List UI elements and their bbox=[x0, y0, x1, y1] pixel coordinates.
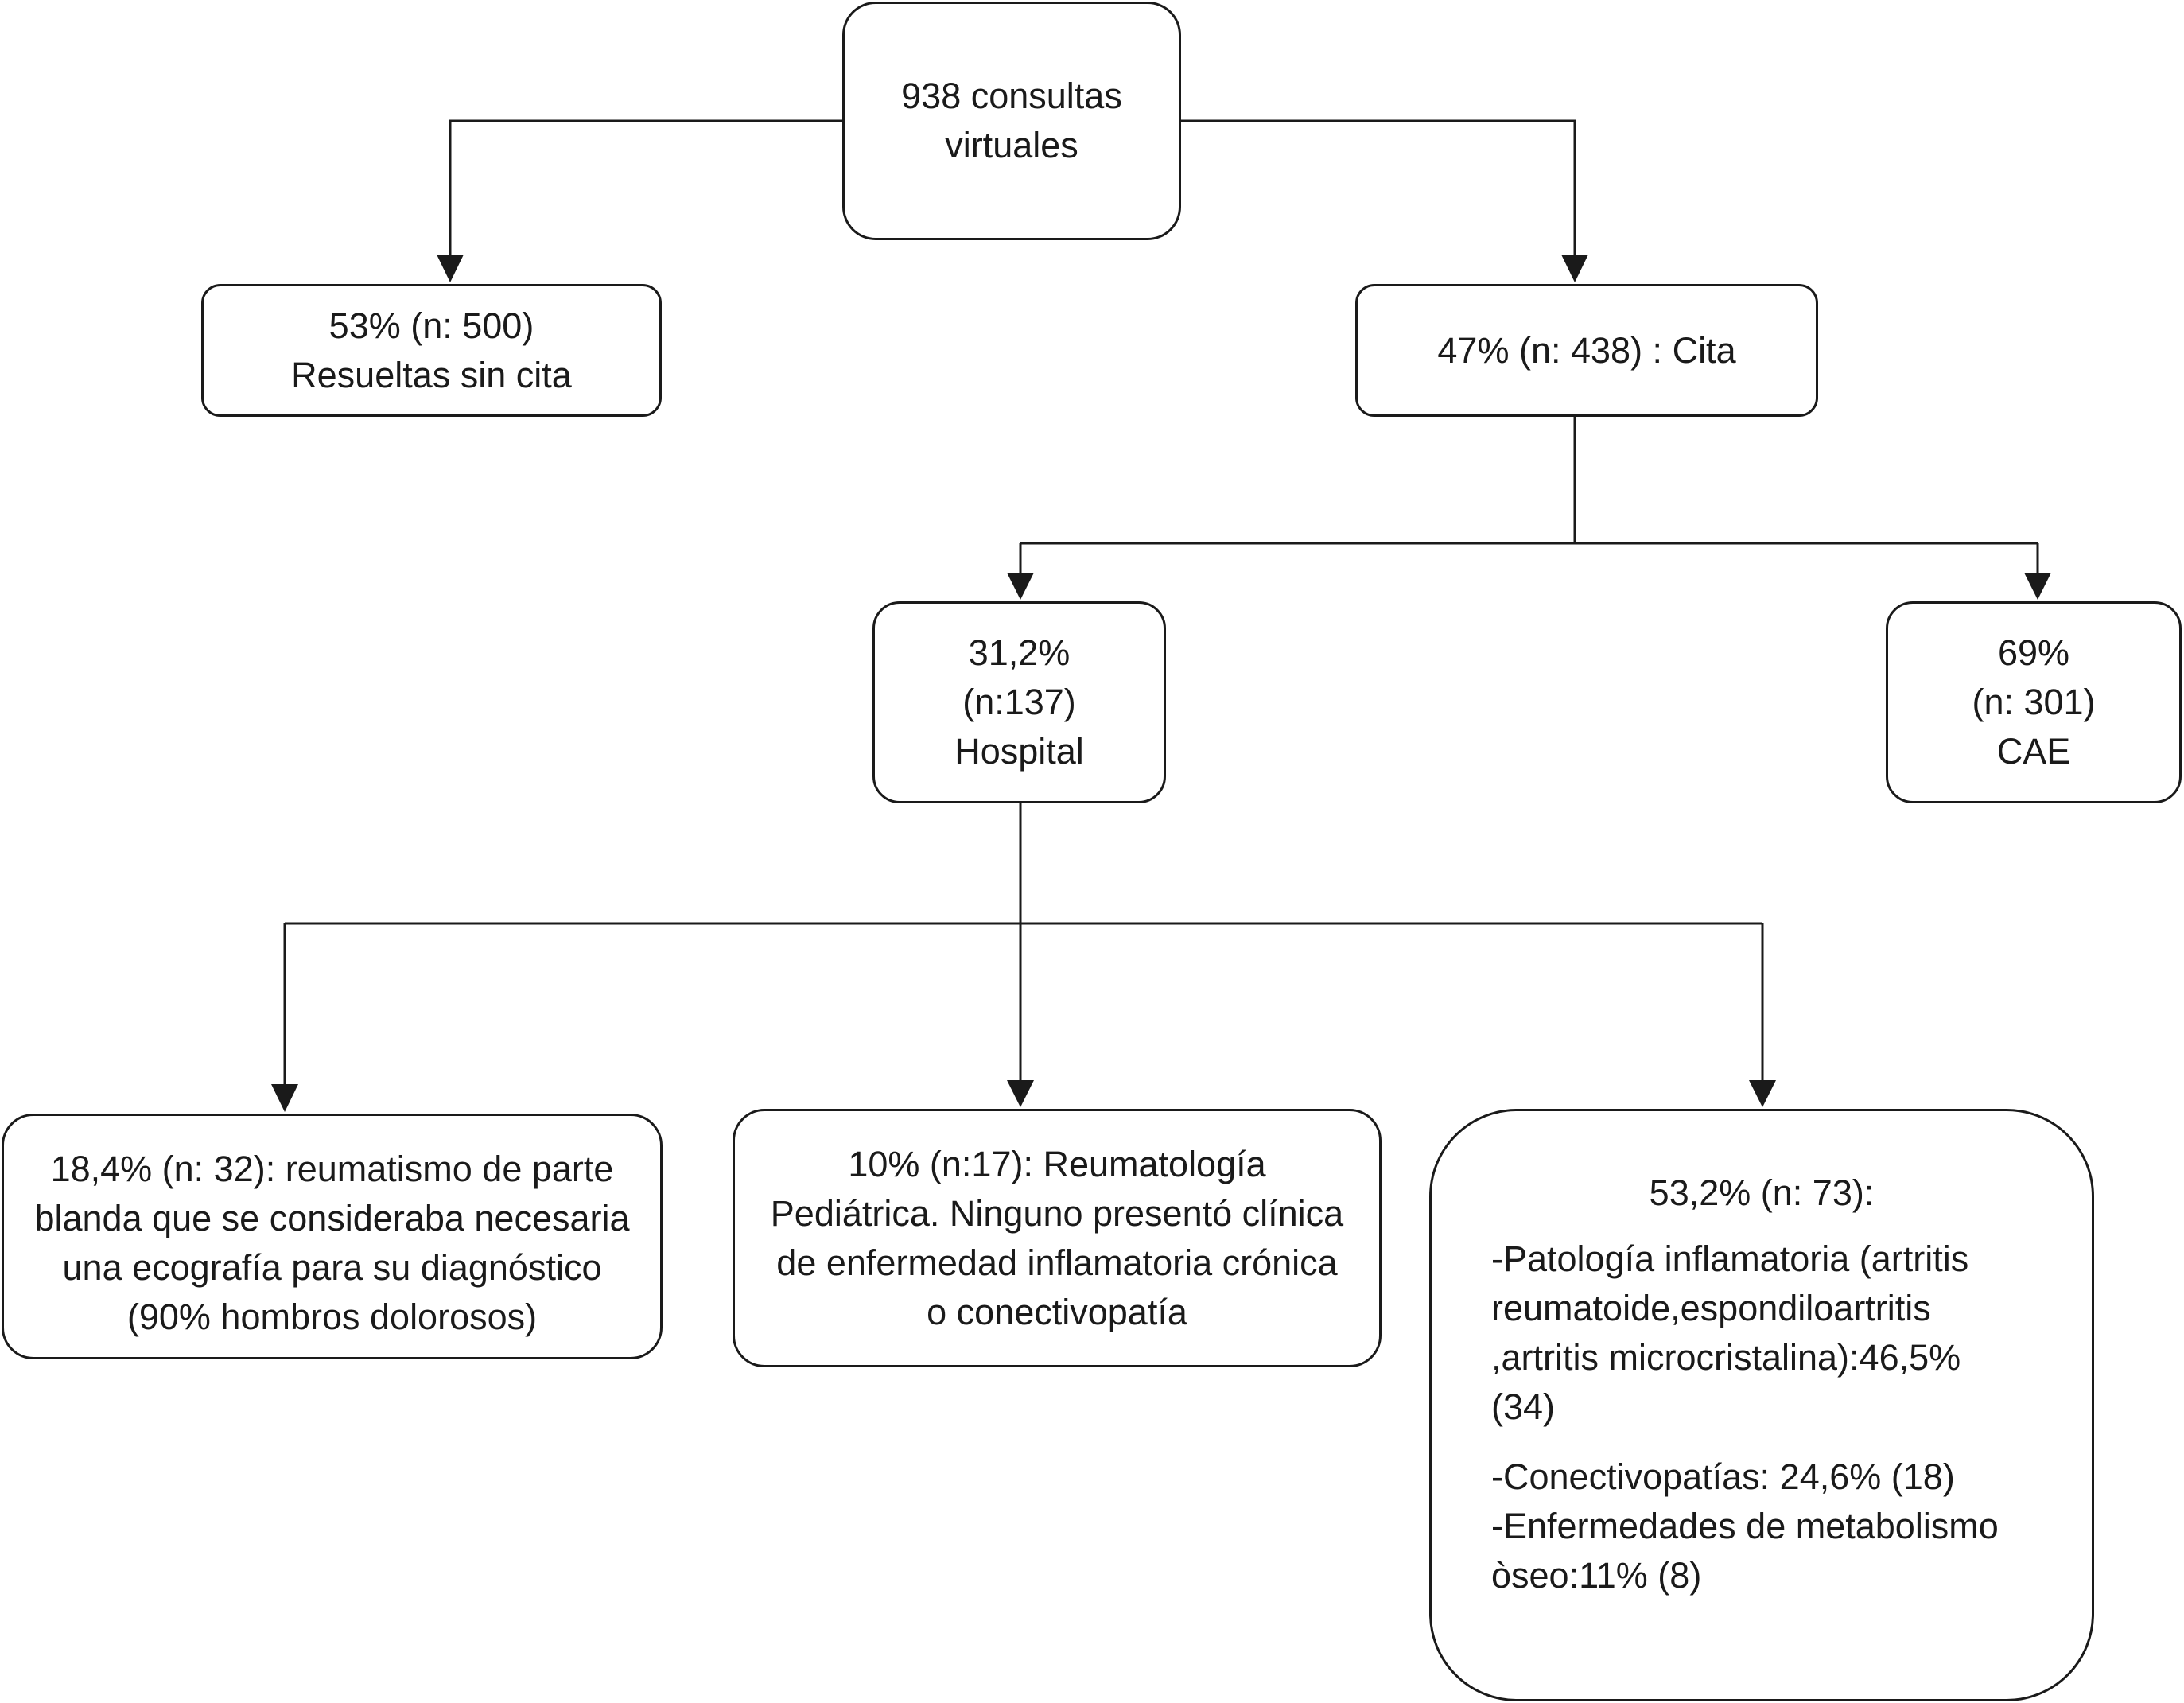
node-pediatric-rheumatology: 10% (n:17): Reumatología Pediátrica. Nin… bbox=[733, 1109, 1382, 1367]
node-text-line: reumatoide,espondiloartritis bbox=[1491, 1288, 1931, 1328]
node-text-line: virtuales bbox=[945, 125, 1078, 165]
node-text-line: -Patología inflamatoria (artritis bbox=[1491, 1238, 1969, 1279]
node-text-line: 69% bbox=[1997, 632, 2070, 673]
node-text-line: 938 consultas bbox=[901, 76, 1122, 116]
node-text-line: 47% (n: 438) : Cita bbox=[1437, 329, 1736, 371]
node-cae: 69% (n: 301) CAE bbox=[1886, 601, 2182, 803]
list-item-connective-tissue: -Conectivopatías: 24,6% (18) bbox=[1491, 1452, 2080, 1502]
arrowhead-cae bbox=[2024, 573, 2051, 600]
node-text-line: (n: 301) bbox=[1972, 682, 2096, 722]
node-resolved-without-appointment: 53% (n: 500) Resueltas sin cita bbox=[201, 284, 662, 417]
node-text-line: 10% (n:17): Reumatología bbox=[848, 1144, 1266, 1184]
node-text-line: -Enfermedades de metabolismo bbox=[1491, 1506, 1999, 1546]
node-text-line: una ecografía para su diagnóstico bbox=[62, 1247, 602, 1288]
node-text-line: blanda que se consideraba necesaria bbox=[34, 1198, 630, 1238]
node-text-line: de enfermedad inflamatoria crónica bbox=[776, 1242, 1338, 1283]
node-text-line: òseo:11% (8) bbox=[1491, 1555, 1702, 1596]
arrowhead-soft-tissue bbox=[271, 1084, 298, 1112]
node-text-line: CAE bbox=[1996, 731, 2071, 772]
node-virtual-consultations: 938 consultas virtuales bbox=[842, 2, 1181, 240]
node-text-line: (n:137) bbox=[962, 682, 1076, 722]
node-text-line: Pediátrica. Ninguno presentó clínica bbox=[770, 1193, 1344, 1234]
node-text-line: ,artritis microcristalina):46,5% bbox=[1491, 1337, 1961, 1378]
node-appointment: 47% (n: 438) : Cita bbox=[1355, 284, 1818, 417]
node-hospital: 31,2% (n:137) Hospital bbox=[872, 601, 1166, 803]
node-text-line: -Conectivopatías: 24,6% (18) bbox=[1491, 1456, 1955, 1497]
node-text-line: Hospital bbox=[954, 731, 1084, 772]
edge-root-to-appointment bbox=[1181, 119, 1576, 255]
node-text-line: Resueltas sin cita bbox=[291, 354, 572, 395]
node-text-line: 18,4% (n: 32): reumatismo de parte bbox=[50, 1149, 614, 1189]
arrowhead-resolved bbox=[437, 255, 464, 282]
node-soft-tissue-rheumatism: 18,4% (n: 32): reumatismo de parte bland… bbox=[2, 1114, 663, 1359]
arrowhead-pediatric bbox=[1007, 1080, 1034, 1107]
node-text-line: 53% (n: 500) bbox=[328, 305, 534, 346]
node-title: 53,2% (n: 73): bbox=[1649, 1172, 1875, 1213]
node-text-line: (90% hombros dolorosos) bbox=[126, 1297, 538, 1337]
node-text-line: (34) bbox=[1491, 1386, 1556, 1427]
edge-root-to-resolved bbox=[449, 119, 842, 255]
node-chronic-disease: 53,2% (n: 73): -Patología inflamatoria (… bbox=[1429, 1109, 2094, 1701]
node-text-line: 31,2% bbox=[968, 632, 1071, 673]
list-item-inflammatory-pathology: -Patología inflamatoria (artritis reumat… bbox=[1491, 1234, 2080, 1432]
arrowhead-appointment bbox=[1561, 255, 1588, 282]
arrowhead-hospital bbox=[1007, 573, 1034, 600]
list-item-bone-metabolism: -Enfermedades de metabolismo òseo:11% (8… bbox=[1491, 1502, 2080, 1600]
arrowhead-chronic bbox=[1749, 1080, 1776, 1107]
node-text-line: o conectivopatía bbox=[927, 1292, 1187, 1332]
